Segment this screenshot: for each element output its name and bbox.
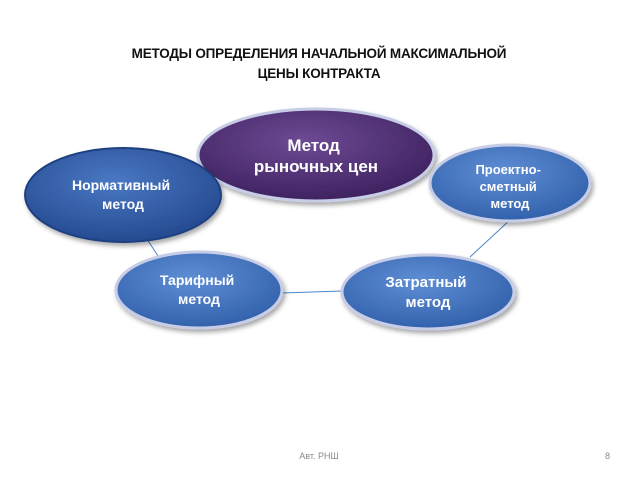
page-number: 8 bbox=[604, 451, 610, 461]
svg-text:Метод рыночных цен: Метод рыночных цен bbox=[254, 136, 378, 176]
svg-text:Проектно- сметный: Проектно- сметный метод bbox=[475, 162, 544, 211]
tariff-line-2: метод bbox=[178, 291, 220, 307]
cost-line-1: Затратный bbox=[385, 274, 466, 291]
slide-title-line-1: МЕТОДЫ ОПРЕДЕЛЕНИЯ НАЧАЛЬНОЙ МАКСИМАЛЬНО… bbox=[131, 46, 507, 61]
design-line-2: сметный bbox=[480, 179, 537, 194]
connector-tariff-cost bbox=[281, 290, 343, 294]
market-line-2: рыночных цен bbox=[254, 157, 378, 176]
node-design-estimate-method: Проектно- сметный метод bbox=[428, 143, 592, 223]
cost-line-2: метод bbox=[406, 294, 451, 311]
svg-text:Затратный метод: Затратный метод bbox=[385, 274, 470, 311]
svg-text:Нормативный метод: Нормативный метод bbox=[72, 177, 174, 212]
market-line-1: Метод bbox=[287, 136, 340, 155]
connector-cost-design bbox=[469, 217, 513, 258]
svg-text:Тарифный метод: Тарифный метод bbox=[160, 272, 238, 307]
footer-author: Авт. РНШ bbox=[299, 451, 339, 461]
node-market-prices-method: Метод рыночных цен bbox=[196, 107, 436, 203]
slide-title-line-2: ЦЕНЫ КОНТРАКТА bbox=[257, 66, 381, 81]
node-normative-method: Нормативный метод bbox=[24, 147, 222, 243]
slide-title: МЕТОДЫ ОПРЕДЕЛЕНИЯ НАЧАЛЬНОЙ МАКСИМАЛЬНО… bbox=[60, 44, 578, 84]
node-tariff-method: Тарифный метод bbox=[114, 250, 284, 330]
normative-line-2: метод bbox=[102, 196, 144, 212]
normative-line-1: Нормативный bbox=[72, 177, 170, 193]
design-line-3: метод bbox=[491, 196, 531, 211]
node-cost-method: Затратный метод bbox=[340, 253, 516, 331]
design-line-1: Проектно- bbox=[475, 162, 540, 177]
tariff-line-1: Тарифный bbox=[160, 272, 234, 288]
